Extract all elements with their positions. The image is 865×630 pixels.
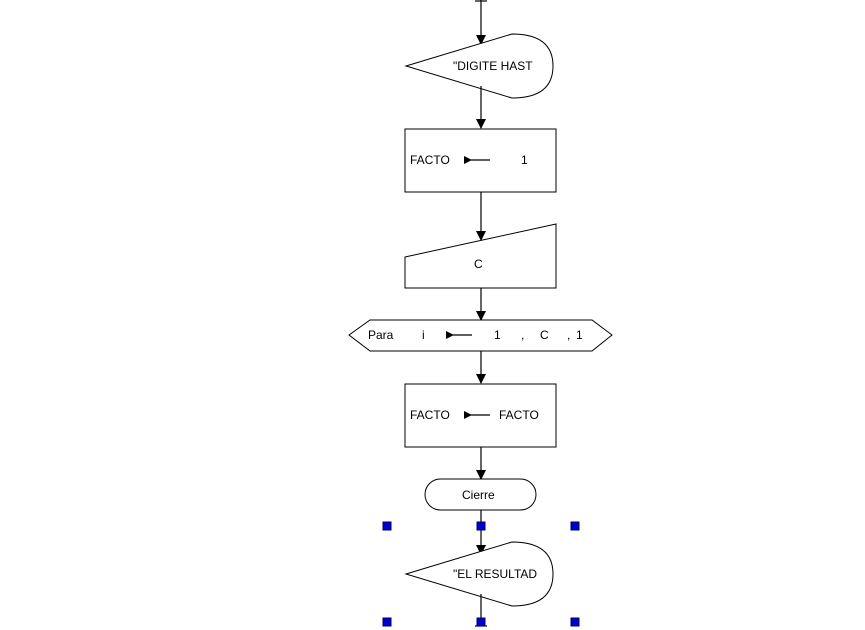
loop-end-text: Cierre bbox=[462, 488, 495, 502]
selection-handle-bottom-right[interactable] bbox=[570, 617, 580, 627]
for-loop-start: 1 bbox=[494, 328, 501, 342]
for-loop-step: 1 bbox=[576, 328, 583, 342]
for-loop-shape[interactable]: Para i 1 , C , 1 bbox=[348, 319, 613, 352]
manual-input-var: C bbox=[474, 257, 483, 271]
selection-handle-bottom-center[interactable] bbox=[476, 617, 486, 627]
selection-handle-top-center[interactable] bbox=[476, 521, 486, 531]
assign-loop-var: FACTO bbox=[410, 408, 450, 422]
assign-loop-box[interactable]: FACTO FACTO bbox=[404, 383, 557, 448]
for-loop-sep1: , bbox=[521, 328, 524, 342]
selection-handle-bottom-left[interactable] bbox=[382, 617, 392, 627]
selection-handle-top-left[interactable] bbox=[382, 521, 392, 531]
for-loop-keyword: Para bbox=[368, 328, 394, 342]
assign-loop-value: FACTO bbox=[499, 408, 539, 422]
manual-input-shape[interactable]: C bbox=[404, 223, 557, 289]
assign-init-var: FACTO bbox=[410, 153, 450, 167]
loop-end-shape[interactable]: Cierre bbox=[424, 478, 537, 511]
assign-init-value: 1 bbox=[521, 153, 528, 167]
top-connector bbox=[475, 0, 487, 45]
output-prompt-shape[interactable]: "DIGITE HAST bbox=[404, 33, 554, 99]
output-prompt-text: "DIGITE HAST bbox=[453, 59, 533, 73]
output-result-shape[interactable]: "EL RESULTAD bbox=[404, 541, 554, 607]
output-result-text: "EL RESULTAD bbox=[453, 567, 537, 581]
for-loop-end: C bbox=[540, 328, 549, 342]
selection-handles bbox=[382, 521, 580, 627]
selection-handle-top-right[interactable] bbox=[570, 521, 580, 531]
for-loop-var: i bbox=[422, 328, 425, 342]
assign-init-box[interactable]: FACTO 1 bbox=[404, 128, 557, 193]
for-loop-sep2: , bbox=[567, 328, 570, 342]
